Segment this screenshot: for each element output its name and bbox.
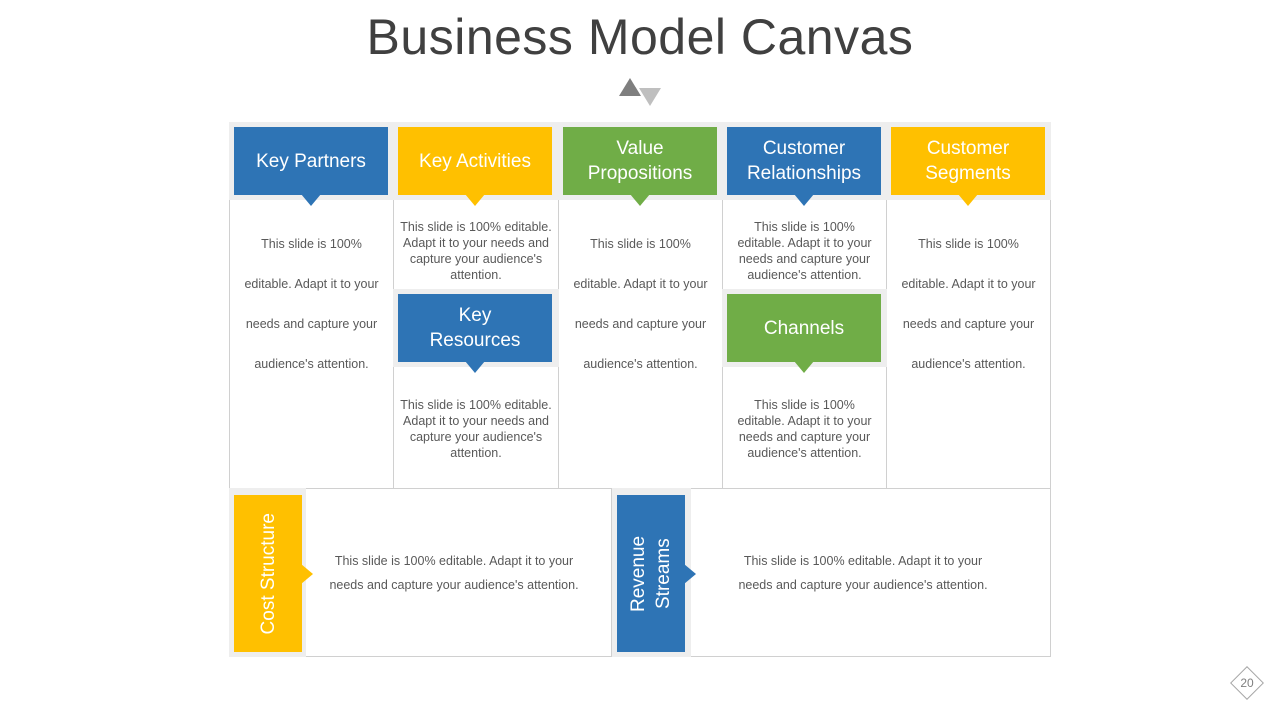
key-activities-header: Key Activities: [398, 127, 552, 206]
key-partners-text: This slide is 100% editable. Adapt it to…: [244, 237, 379, 371]
pointer-down-icon: [301, 194, 321, 206]
pointer-right-icon: [301, 563, 313, 584]
value-propositions-text: This slide is 100% editable. Adapt it to…: [573, 237, 708, 371]
revenue-streams-header: Revenue Streams: [617, 495, 696, 652]
pointer-down-icon: [630, 194, 650, 206]
value-propositions-label: Value Propositions: [587, 138, 693, 184]
customer-segments-text: This slide is 100% editable. Adapt it to…: [901, 237, 1036, 371]
pointer-down-icon: [465, 361, 485, 373]
key-resources-label: Key Resources: [429, 305, 521, 351]
cost-structure-header: Cost Structure: [234, 495, 313, 652]
slide-title: Business Model Canvas: [366, 9, 914, 65]
value-propositions-header: Value Propositions: [563, 127, 717, 206]
customer-segments-header: Customer Segments: [891, 127, 1045, 206]
channels-header: Channels: [727, 294, 881, 373]
panel-revenue-streams: [690, 488, 1051, 657]
panel-customer-segments: [886, 199, 1051, 489]
key-activities-label: Key Activities: [419, 150, 531, 172]
revenue-streams-label: Revenue Streams: [628, 535, 674, 612]
cost-structure-label: Cost Structure: [257, 512, 279, 635]
revenue-streams-text: This slide is 100% editable. Adapt it to…: [738, 554, 988, 592]
triangle-down-icon: [639, 88, 661, 106]
channels-label: Channels: [763, 317, 845, 339]
customer-segments-label: Customer Segments: [925, 138, 1011, 184]
channels-text: This slide is 100% editable. Adapt it to…: [737, 398, 872, 460]
key-resources-header: Key Resources: [398, 294, 552, 373]
key-partners-label: Key Partners: [256, 150, 366, 172]
pointer-down-icon: [958, 194, 978, 206]
key-activities-text: This slide is 100% editable. Adapt it to…: [400, 220, 552, 282]
pointer-down-icon: [794, 194, 814, 206]
pointer-down-icon: [794, 361, 814, 373]
pointer-down-icon: [465, 194, 485, 206]
page-number-badge: 20: [1230, 666, 1264, 700]
triangle-up-icon: [619, 78, 641, 96]
customer-relationships-label: Customer Relationships: [746, 138, 862, 184]
panel-cost-structure: [305, 488, 612, 657]
key-partners-header: Key Partners: [234, 127, 388, 206]
key-resources-text: This slide is 100% editable. Adapt it to…: [400, 398, 552, 460]
customer-relationships-header: Customer Relationships: [727, 127, 881, 206]
page-number: 20: [1240, 676, 1254, 690]
panel-key-partners: [229, 199, 394, 489]
pointer-right-icon: [684, 563, 696, 584]
customer-relationships-text: This slide is 100% editable. Adapt it to…: [737, 220, 872, 282]
cost-structure-text: This slide is 100% editable. Adapt it to…: [329, 554, 579, 592]
